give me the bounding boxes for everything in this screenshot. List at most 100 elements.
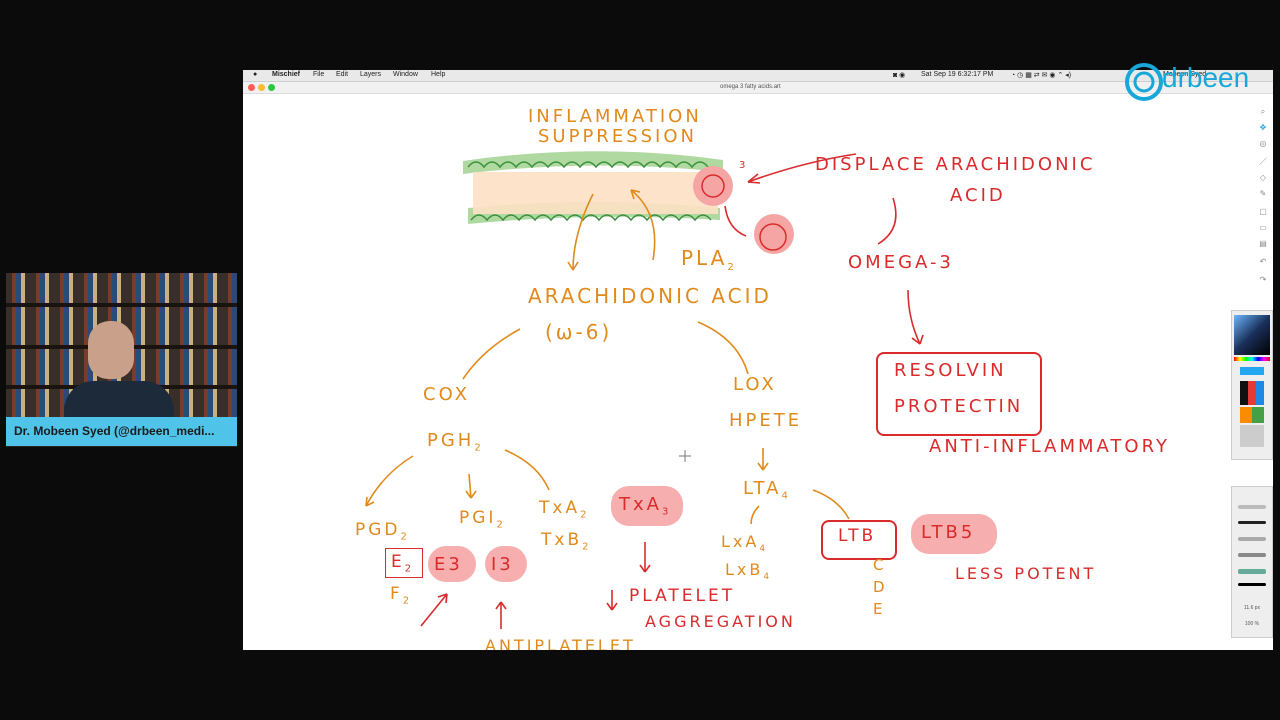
cox-label: COX xyxy=(423,384,470,405)
ltb-label: LTB xyxy=(838,526,877,546)
hue-slider[interactable] xyxy=(1234,357,1270,361)
menu-file[interactable]: File xyxy=(313,71,325,78)
minimize-button[interactable] xyxy=(258,84,265,91)
lxa4-label: LxA4 xyxy=(721,532,769,555)
ltb5-highlight xyxy=(911,514,997,554)
resolvin-label: RESOLVIN xyxy=(894,360,1007,381)
rect-select-icon[interactable]: ▭ xyxy=(1259,223,1267,232)
menu-edit[interactable]: Edit xyxy=(336,71,349,78)
pgh2-label: PGH2 xyxy=(427,430,484,454)
txa3-label: TxA3 xyxy=(619,494,672,518)
ltb5-label: LTB5 xyxy=(921,522,976,543)
presenter-name-label: Dr. Mobeen Syed (@drbeen_medi... xyxy=(6,417,237,446)
lasso-icon[interactable]: ◎ xyxy=(1259,139,1267,148)
menu-layers[interactable]: Layers xyxy=(360,71,382,78)
status-icon[interactable]: ◙ ◉ xyxy=(893,72,906,79)
antiplatelet-label: ANTIPLATELET xyxy=(485,636,636,650)
menu-bar: ● Mischief File Edit Layers Window Help … xyxy=(243,70,1273,82)
undo-icon[interactable]: ↶ xyxy=(1259,257,1267,266)
clock[interactable]: Sat Sep 19 6:32:17 PM xyxy=(921,71,994,78)
i3-label: I3 xyxy=(491,554,514,575)
brush-panel: 11.6 px 100 % xyxy=(1231,486,1273,638)
window-title: omega 3 fatty acids.art xyxy=(720,84,781,90)
hpete-label: HPETE xyxy=(729,410,803,431)
ink-strokes xyxy=(365,151,924,629)
omega6-label: (ω-6) xyxy=(545,320,613,344)
brush-preset-3[interactable] xyxy=(1238,537,1266,541)
layers-icon[interactable]: ▤ xyxy=(1259,239,1267,248)
pen-icon[interactable]: ✎ xyxy=(1259,189,1267,198)
f2-label: F2 xyxy=(390,584,413,607)
omega3-label: OMEGA-3 xyxy=(848,252,954,273)
i3-highlight xyxy=(485,546,527,582)
menu-window[interactable]: Window xyxy=(393,71,418,78)
aggregation-label: AGGREGATION xyxy=(645,612,796,631)
drawing-canvas[interactable]: INFLAMMATION SUPPRESSION 3 DISPLACE ARAC… xyxy=(243,94,1273,650)
pla2-label: PLA2 xyxy=(681,246,737,273)
move-icon[interactable]: ✥ xyxy=(1259,123,1267,132)
d-label: D xyxy=(873,578,888,596)
arachidonic-label: ARACHIDONIC ACID xyxy=(528,284,772,308)
txa3-highlight xyxy=(611,486,683,526)
e3-label: E3 xyxy=(434,554,463,575)
menu-help[interactable]: Help xyxy=(431,71,446,78)
txa3-text: TxA xyxy=(619,494,662,515)
swatch-grid-3[interactable] xyxy=(1240,425,1264,447)
anti-inflammatory-label: ANTI-INFLAMMATORY xyxy=(929,436,1170,457)
shelf-1 xyxy=(6,303,237,307)
zoom-button[interactable] xyxy=(268,84,275,91)
brush-preset-6[interactable] xyxy=(1238,583,1266,586)
eraser-icon[interactable]: ◇ xyxy=(1259,173,1267,182)
lta4-label: LTA4 xyxy=(743,478,791,502)
brush-preset-2[interactable] xyxy=(1238,521,1266,524)
apple-icon[interactable]: ● xyxy=(253,71,258,78)
f2-text: F xyxy=(390,584,403,604)
e-label: E xyxy=(873,600,886,618)
drbeen-logo-text: drbeen xyxy=(1162,62,1250,93)
txa2-text: TxA xyxy=(539,498,581,518)
shape-icon[interactable]: ▢ xyxy=(1259,207,1267,216)
title-inflammation: INFLAMMATION xyxy=(528,106,702,127)
e2-label: E2 xyxy=(391,552,415,575)
lxa4-text: LxA xyxy=(721,532,760,551)
title-suppression: SUPPRESSION xyxy=(538,126,697,147)
app-menu[interactable]: Mischief xyxy=(272,71,301,78)
protectin-label: PROTECTIN xyxy=(894,396,1024,417)
status-icons[interactable]: ◔ ◷ ▦ ⇄ ✉ ◉ ⌃ ◂) xyxy=(1011,72,1072,79)
color-picker[interactable] xyxy=(1234,315,1270,355)
pgd2-text: PGD xyxy=(355,520,401,540)
brush-size[interactable]: 11.6 px xyxy=(1243,605,1261,611)
displace-label: DISPLACE ARACHIDONIC xyxy=(815,154,1096,175)
pgi2-label: PGI2 xyxy=(459,508,506,531)
app-window: ● Mischief File Edit Layers Window Help … xyxy=(243,70,1273,650)
zoom-icon[interactable]: ⌕ xyxy=(1260,107,1266,116)
color-palette xyxy=(1231,310,1273,460)
user-name[interactable]: Mobeen Syed xyxy=(1163,71,1207,78)
txb2-text: TxB xyxy=(541,530,583,550)
drbeen-logo-icon xyxy=(1125,63,1163,101)
swatch-grid-2[interactable] xyxy=(1240,407,1264,423)
current-color-swatch[interactable] xyxy=(1240,367,1264,375)
pgh2-text: PGH xyxy=(427,430,475,451)
redo-icon[interactable]: ↷ xyxy=(1259,275,1267,284)
close-button[interactable] xyxy=(248,84,255,91)
presenter-shirt xyxy=(64,381,174,421)
pgd2-label: PGD2 xyxy=(355,520,410,543)
ltb-box xyxy=(821,520,897,560)
txa2-label: TxA2 xyxy=(539,498,590,521)
c-label: C xyxy=(873,556,887,574)
resolvin-box xyxy=(876,352,1042,436)
brush-opacity[interactable]: 100 % xyxy=(1244,621,1260,627)
brush-icon[interactable]: ／ xyxy=(1259,157,1267,166)
pla2-text: PLA xyxy=(681,246,728,270)
e2-box xyxy=(385,548,423,578)
lxb4-text: LxB xyxy=(725,560,764,579)
drbeen-logo: drbeen xyxy=(1122,60,1272,106)
swatch-grid[interactable] xyxy=(1240,381,1264,405)
brush-preset-1[interactable] xyxy=(1238,505,1266,509)
brush-preset-4[interactable] xyxy=(1238,553,1266,557)
e3-highlight xyxy=(428,546,476,582)
pgi2-text: PGI xyxy=(459,508,497,528)
acid-label: ACID xyxy=(950,185,1006,206)
brush-preset-5[interactable] xyxy=(1238,569,1266,574)
